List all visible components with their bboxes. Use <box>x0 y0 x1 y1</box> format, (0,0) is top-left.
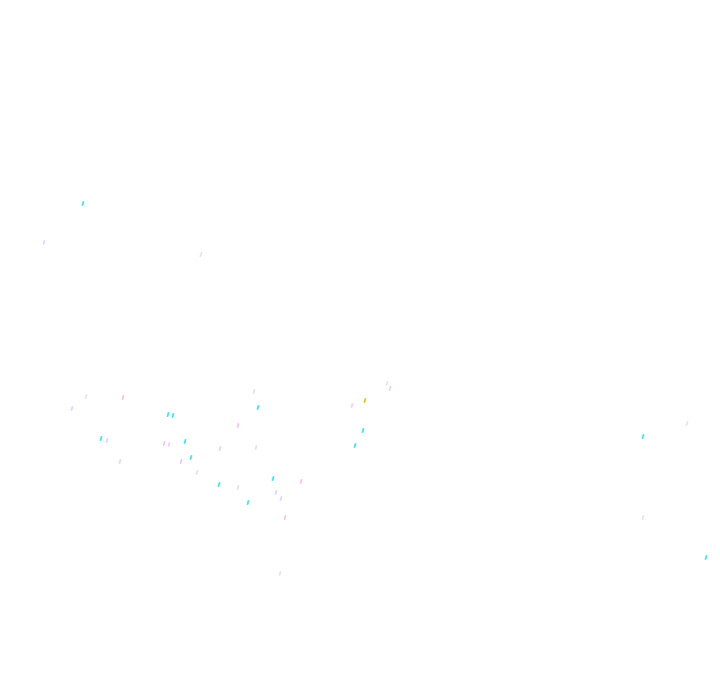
speck-artifact <box>167 442 171 447</box>
speck-artifact <box>236 485 240 490</box>
speck-artifact <box>218 446 222 451</box>
speck-artifact <box>252 389 256 394</box>
speck-artifact <box>84 394 88 399</box>
speck-artifact <box>704 555 708 560</box>
speck-artifact <box>189 455 193 460</box>
speck-artifact <box>271 476 275 481</box>
speck-artifact <box>641 434 645 439</box>
speck-artifact <box>361 428 365 433</box>
speck-artifact <box>217 482 221 487</box>
speck-artifact <box>171 413 175 418</box>
speck-artifact <box>162 441 166 446</box>
speck-artifact <box>81 201 85 206</box>
speck-artifact <box>388 386 392 391</box>
speck-artifact <box>236 423 240 428</box>
speck-artifact <box>195 470 199 475</box>
speck-artifact <box>42 240 46 245</box>
speck-artifact <box>274 490 278 495</box>
speck-artifact <box>363 398 367 403</box>
speck-artifact <box>70 406 74 411</box>
speck-artifact <box>279 496 283 501</box>
speck-artifact <box>353 443 357 448</box>
speck-artifact <box>118 459 122 464</box>
speck-artifact <box>183 439 187 444</box>
speck-artifact <box>350 403 354 408</box>
speck-artifact <box>246 500 250 505</box>
speck-artifact <box>641 515 645 520</box>
speck-artifact <box>199 252 203 257</box>
speck-artifact <box>283 515 287 520</box>
speck-artifact <box>385 381 389 386</box>
speck-artifact <box>105 438 109 443</box>
speck-artifact <box>179 459 183 464</box>
speck-artifact <box>299 479 303 484</box>
speck-artifact <box>121 395 125 400</box>
speck-artifact <box>685 421 689 426</box>
speck-artifact <box>166 412 170 417</box>
speck-artifact <box>278 571 282 576</box>
speck-artifact <box>99 436 103 441</box>
speck-artifact <box>254 445 258 450</box>
speck-artifact <box>256 405 260 410</box>
